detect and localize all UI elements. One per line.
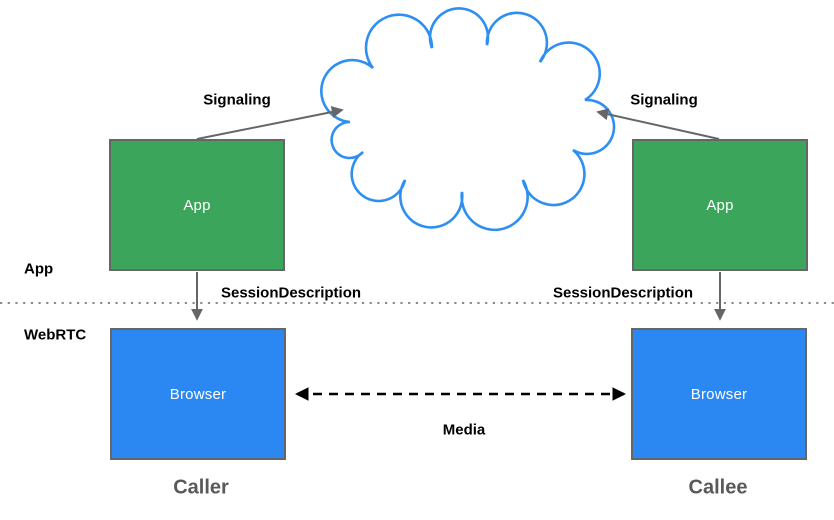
caller-browser-box: Browser bbox=[110, 328, 286, 460]
signaling-cloud-shape bbox=[320, 7, 616, 232]
callee-app-box: App bbox=[632, 139, 808, 271]
caller-app-box-label: App bbox=[183, 196, 211, 214]
signaling-label-left: Signaling bbox=[203, 91, 271, 109]
callee-label: Callee bbox=[688, 476, 748, 499]
zone-label-app: App bbox=[24, 260, 54, 278]
caller-browser-box-label: Browser bbox=[169, 385, 227, 403]
signaling-arrow-right bbox=[596, 108, 720, 140]
callee-browser-box: Browser bbox=[631, 328, 807, 460]
caller-app-box: App bbox=[109, 139, 285, 271]
caller-label: Caller bbox=[173, 476, 229, 499]
callee-browser-box-label: Browser bbox=[690, 385, 748, 403]
callee-app-box-label: App bbox=[706, 196, 734, 214]
signaling-arrow-left bbox=[196, 106, 344, 140]
media-label: Media bbox=[442, 421, 486, 439]
session-description-label-left: SessionDescription bbox=[220, 284, 362, 302]
session-description-label-right: SessionDescription bbox=[552, 284, 694, 302]
zone-label-webrtc: WebRTC bbox=[24, 326, 87, 344]
signaling-label-right: Signaling bbox=[630, 91, 698, 109]
